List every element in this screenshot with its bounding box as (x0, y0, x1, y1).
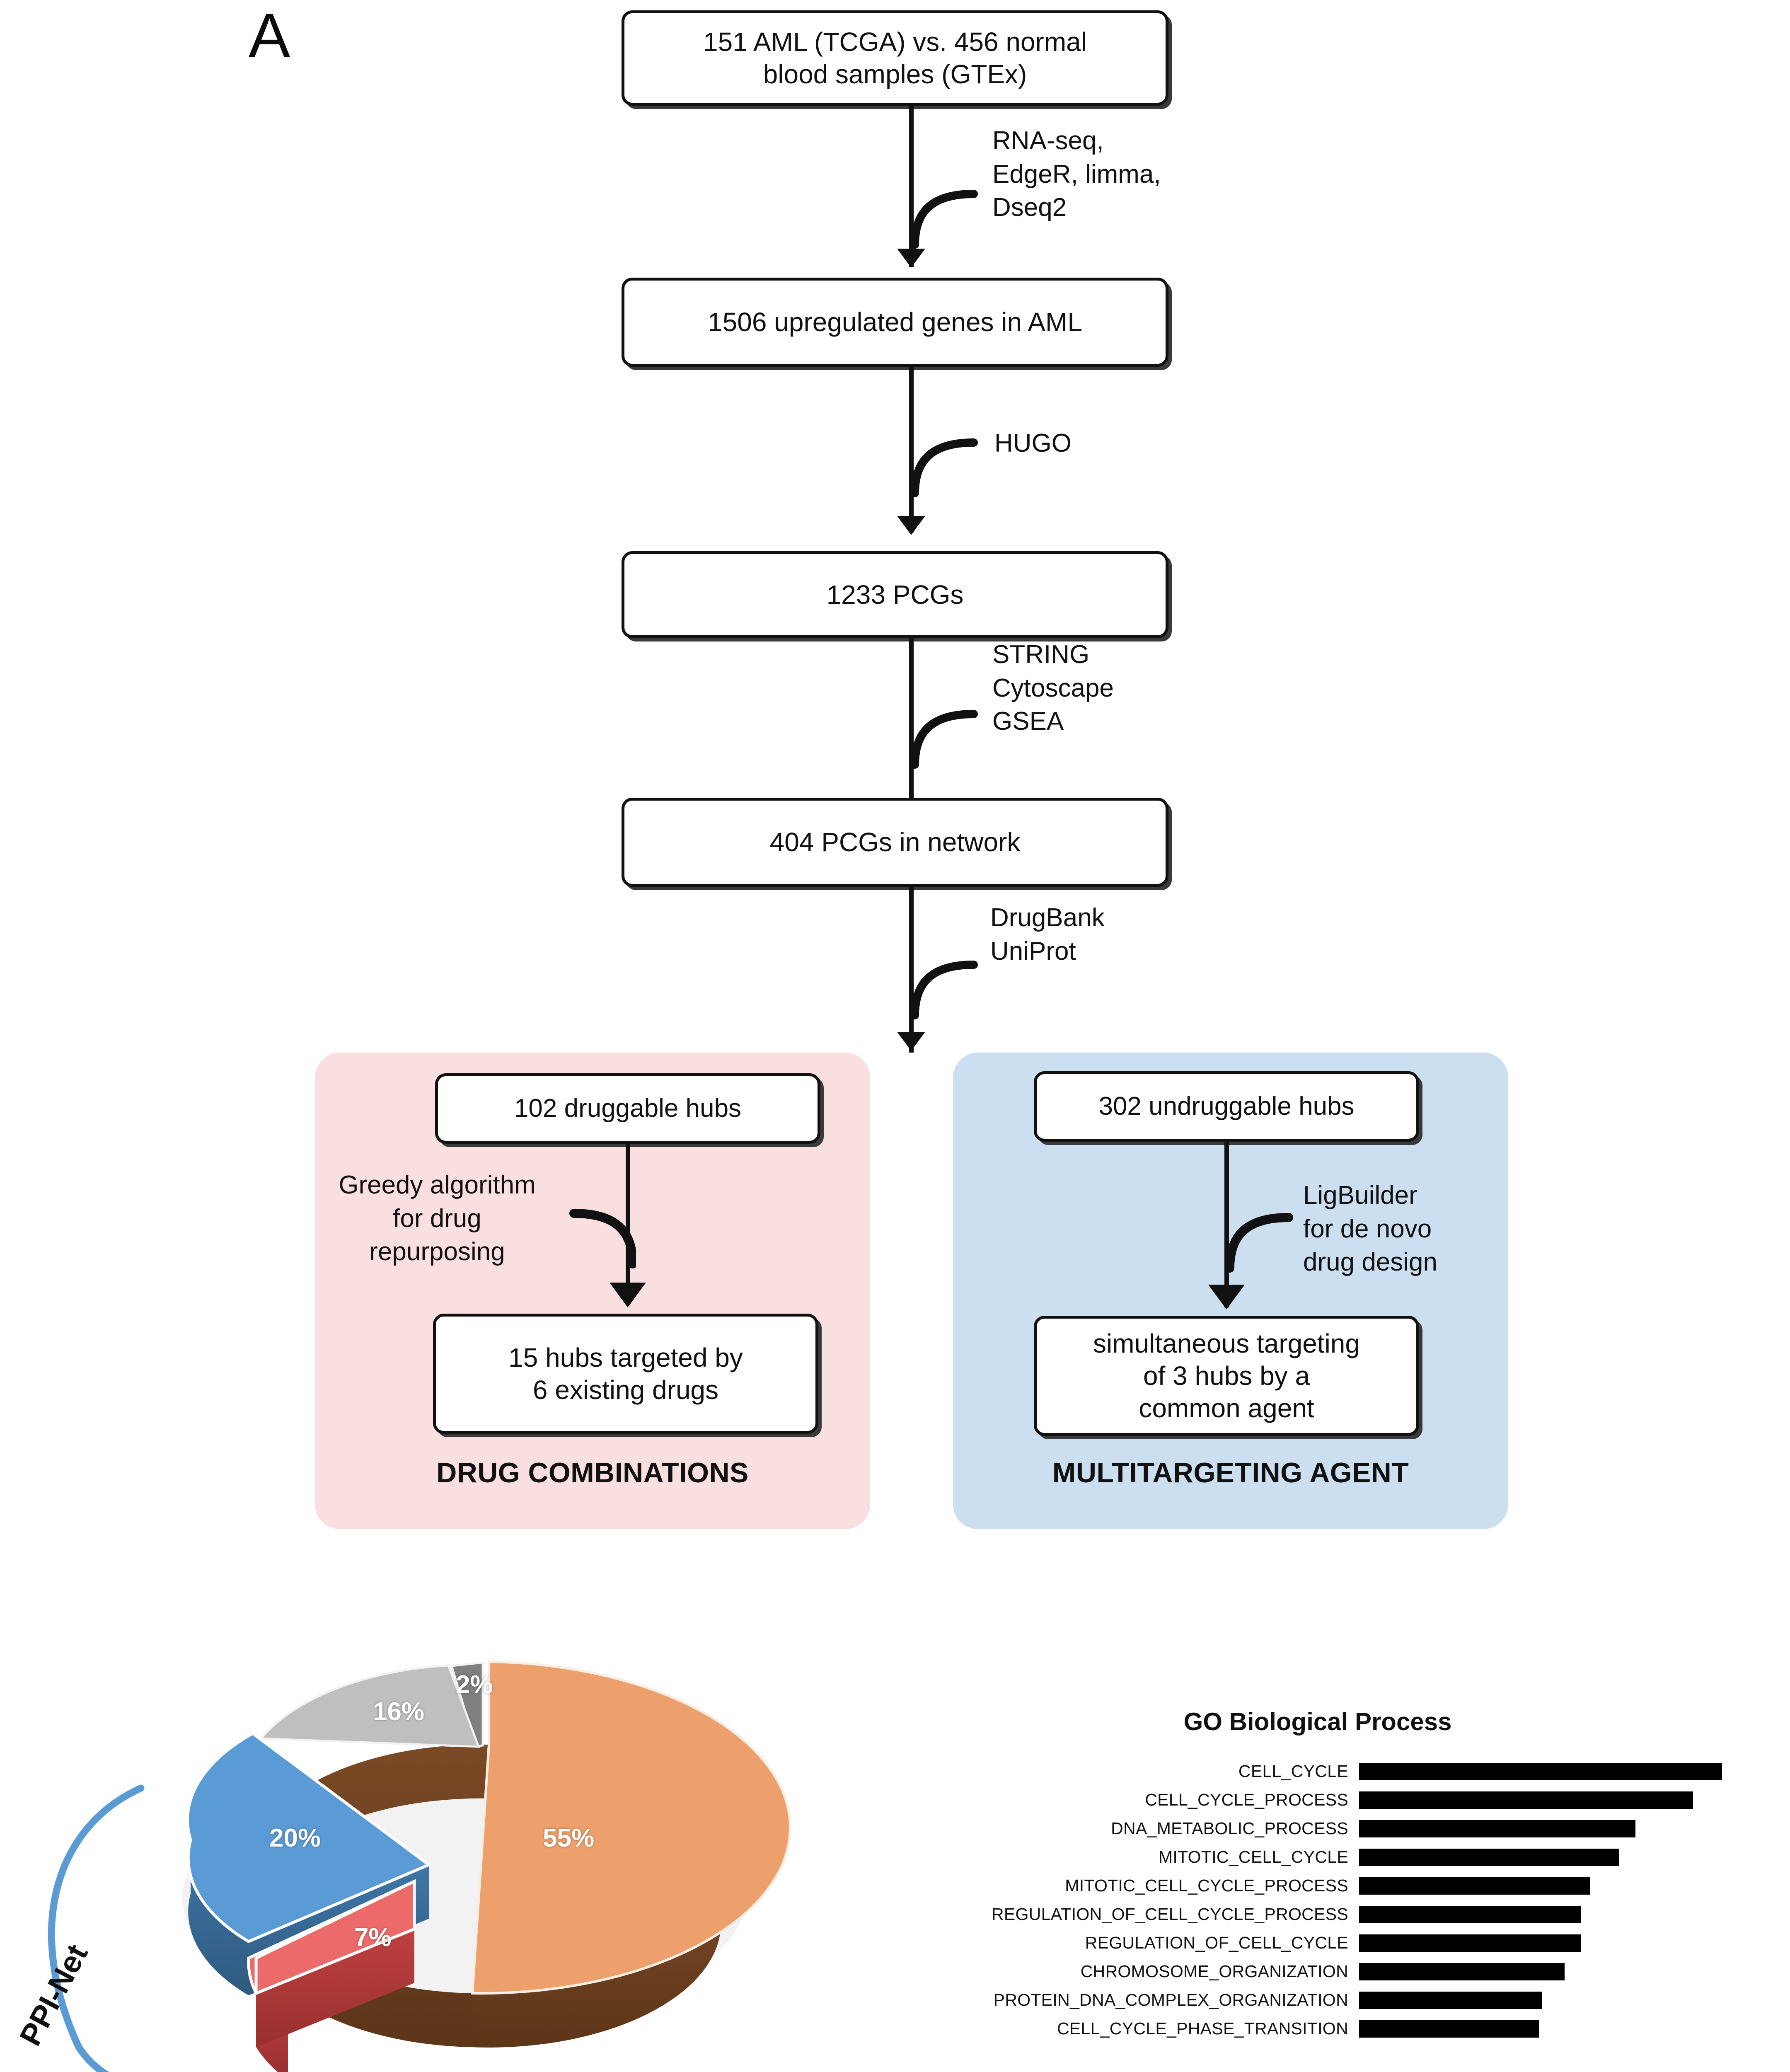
go-bar-track (1359, 1871, 1744, 1900)
flow-hook-2 (912, 414, 994, 497)
flow-label-rnaseq: RNA-seq, EdgeR, limma, Dseq2 (992, 126, 1161, 222)
go-bar-track (1359, 1814, 1744, 1843)
go-bar-track (1359, 1929, 1744, 1957)
go-bar-row: CHROMOSOME_ORGANIZATION (903, 1957, 1765, 1986)
go-bar-fill (1359, 2020, 1539, 2038)
flow-box-existing-drugs: 15 hubs targeted by 6 existing drugs (433, 1314, 818, 1434)
flow-arrowhead-1 (897, 249, 925, 268)
go-bar-fill (1359, 1905, 1581, 1923)
go-bar-row: MITOTIC_CELL_CYCLE (903, 1843, 1765, 1871)
flow-box-pcgs-text: 1233 PCGs (826, 579, 964, 610)
go-bar-label: CELL_CYCLE (1238, 1762, 1348, 1781)
panel-c-bar-chart: C GO Biological Process CELL_CYCLECELL_C… (903, 1583, 1790, 2072)
go-bar-label: MITOTIC_CELL_CYCLE (1158, 1847, 1348, 1866)
go-bar-track (1359, 1843, 1744, 1871)
flow-box-druggable-hubs-text: 102 druggable hubs (514, 1094, 742, 1123)
flow-hook-blue (1226, 1189, 1313, 1276)
go-bar-row: REGULATION_OF_CELL_CYCLE_PROCESS (903, 1900, 1765, 1929)
flow-box-existing-drugs-text: 15 hubs targeted by 6 existing drugs (508, 1342, 743, 1405)
go-bars-area: CELL_CYCLE CELL_CYCLE_PROCESS DNA_METABOLI… (903, 1757, 1765, 2043)
flow-box-samples-text: 151 AML (TCGA) vs. 456 normal blood samp… (703, 27, 1087, 89)
pie-chart: 55% 7% 20% 16% 2% (124, 1608, 820, 2072)
go-bar-track (1359, 1957, 1744, 1986)
go-bar-label: MITOTIC_CELL_CYCLE_PROCESS (1065, 1876, 1348, 1895)
panel-label-a: A (249, 0, 290, 70)
go-bar-label: REGULATION_OF_CELL_CYCLE (1085, 1933, 1348, 1952)
flow-connector-3 (909, 638, 914, 821)
flow-connector-1 (909, 106, 914, 267)
flow-arrowhead-2 (897, 516, 925, 535)
flow-connector-blue (1224, 1142, 1229, 1307)
multitargeting-agent-title: MULTITARGETING AGENT (1052, 1457, 1409, 1489)
flow-connector-4 (909, 887, 914, 1053)
go-bar-fill (1359, 1791, 1693, 1809)
go-bar-row: CELL_CYCLE (903, 1757, 1765, 1786)
flow-connector-2 (909, 367, 914, 533)
go-bar-track (1359, 1900, 1744, 1929)
pie-label-pseudogenes: 2% (456, 1670, 493, 1699)
panel-a-flowchart: A 151 AML (TCGA) vs. 456 normal blood sa… (249, 0, 1508, 1529)
flow-connector-pink (626, 1144, 630, 1305)
flow-hook-1 (912, 166, 994, 249)
flow-arrowhead-pink (610, 1283, 646, 1307)
go-bar-fill (1359, 1848, 1619, 1866)
flow-box-druggable-hubs: 102 druggable hubs (435, 1073, 820, 1144)
flow-box-network-text: 404 PCGs in network (769, 827, 1021, 857)
flow-arrowhead-4 (897, 1032, 925, 1051)
flow-box-upregulated: 1506 upregulated genes in AML (622, 278, 1168, 367)
flow-label-greedy: Greedy algorithm for drug repurposing (339, 1171, 536, 1266)
go-bar-fill (1359, 1877, 1590, 1895)
pie-label-pcg: 55% (543, 1824, 595, 1852)
flow-label-drugbank: DrugBank UniProt (990, 903, 1105, 966)
go-bar-label: CELL_CYCLE_PHASE_TRANSITION (1057, 2019, 1348, 2038)
pie-label-druggable: 7% (354, 1923, 392, 1952)
go-bar-track (1359, 1986, 1744, 2014)
flow-box-common-agent-text: simultaneous targeting of 3 hubs by a co… (1093, 1328, 1360, 1423)
go-bar-track (1359, 1757, 1744, 1786)
flow-label-string: STRING Cytoscape GSEA (992, 640, 1114, 736)
go-bar-fill (1359, 1991, 1542, 2009)
go-bar-track (1359, 1786, 1744, 1814)
go-bar-label: PROTEIN_DNA_COMPLEX_ORGANIZATION (993, 1990, 1348, 2009)
go-bar-row: PROTEIN_DNA_COMPLEX_ORGANIZATION (903, 1986, 1765, 2014)
go-bar-label: CELL_CYCLE_PROCESS (1145, 1790, 1348, 1809)
go-bar-fill (1359, 1820, 1635, 1837)
pie-label-undruggable: 20% (269, 1824, 321, 1852)
ppi-net-arc (48, 1784, 145, 2072)
flow-box-undruggable-hubs-text: 302 undruggable hubs (1098, 1092, 1355, 1121)
go-bar-row: CELL_CYCLE_PROCESS (903, 1786, 1765, 1814)
flow-hook-3 (912, 686, 994, 769)
go-bar-label: REGULATION_OF_CELL_CYCLE_PROCESS (991, 1905, 1348, 1924)
go-bar-fill (1359, 1963, 1565, 1980)
go-bar-row: CELL_CYCLE_PHASE_TRANSITION (903, 2014, 1765, 2043)
flow-box-samples: 151 AML (TCGA) vs. 456 normal blood samp… (622, 10, 1168, 106)
flow-box-pcgs: 1233 PCGs (622, 551, 1168, 638)
go-bar-fill (1359, 1762, 1722, 1780)
go-bar-label: CHROMOSOME_ORGANIZATION (1080, 1962, 1348, 1981)
flow-box-network: 404 PCGs in network (622, 798, 1168, 887)
flow-hook-pink (549, 1185, 636, 1272)
go-chart-title: GO Biological Process (1183, 1708, 1452, 1736)
pie-chart-svg (182, 1660, 791, 2072)
flow-box-upregulated-text: 1506 upregulated genes in AML (708, 307, 1082, 337)
flow-box-undruggable-hubs: 302 undruggable hubs (1034, 1071, 1419, 1142)
pie-label-ncrnas: 16% (373, 1697, 425, 1726)
go-bar-row: MITOTIC_CELL_CYCLE_PROCESS (903, 1871, 1765, 1900)
go-bar-row: REGULATION_OF_CELL_CYCLE (903, 1929, 1765, 1957)
flow-hook-4 (912, 937, 994, 1019)
go-bar-track (1359, 2014, 1744, 2043)
flow-box-common-agent: simultaneous targeting of 3 hubs by a co… (1034, 1316, 1419, 1436)
go-bar-label: DNA_METABOLIC_PROCESS (1111, 1819, 1348, 1838)
panel-b-pie: B (0, 1583, 903, 2072)
go-bar-row: DNA_METABOLIC_PROCESS (903, 1814, 1765, 1843)
drug-combinations-title: DRUG COMBINATIONS (436, 1457, 749, 1489)
flow-arrowhead-blue (1208, 1285, 1245, 1310)
go-bar-fill (1359, 1934, 1581, 1952)
flow-label-hugo: HUGO (994, 429, 1072, 457)
flow-label-ligbuilder: LigBuilder for de novo drug design (1303, 1181, 1438, 1277)
